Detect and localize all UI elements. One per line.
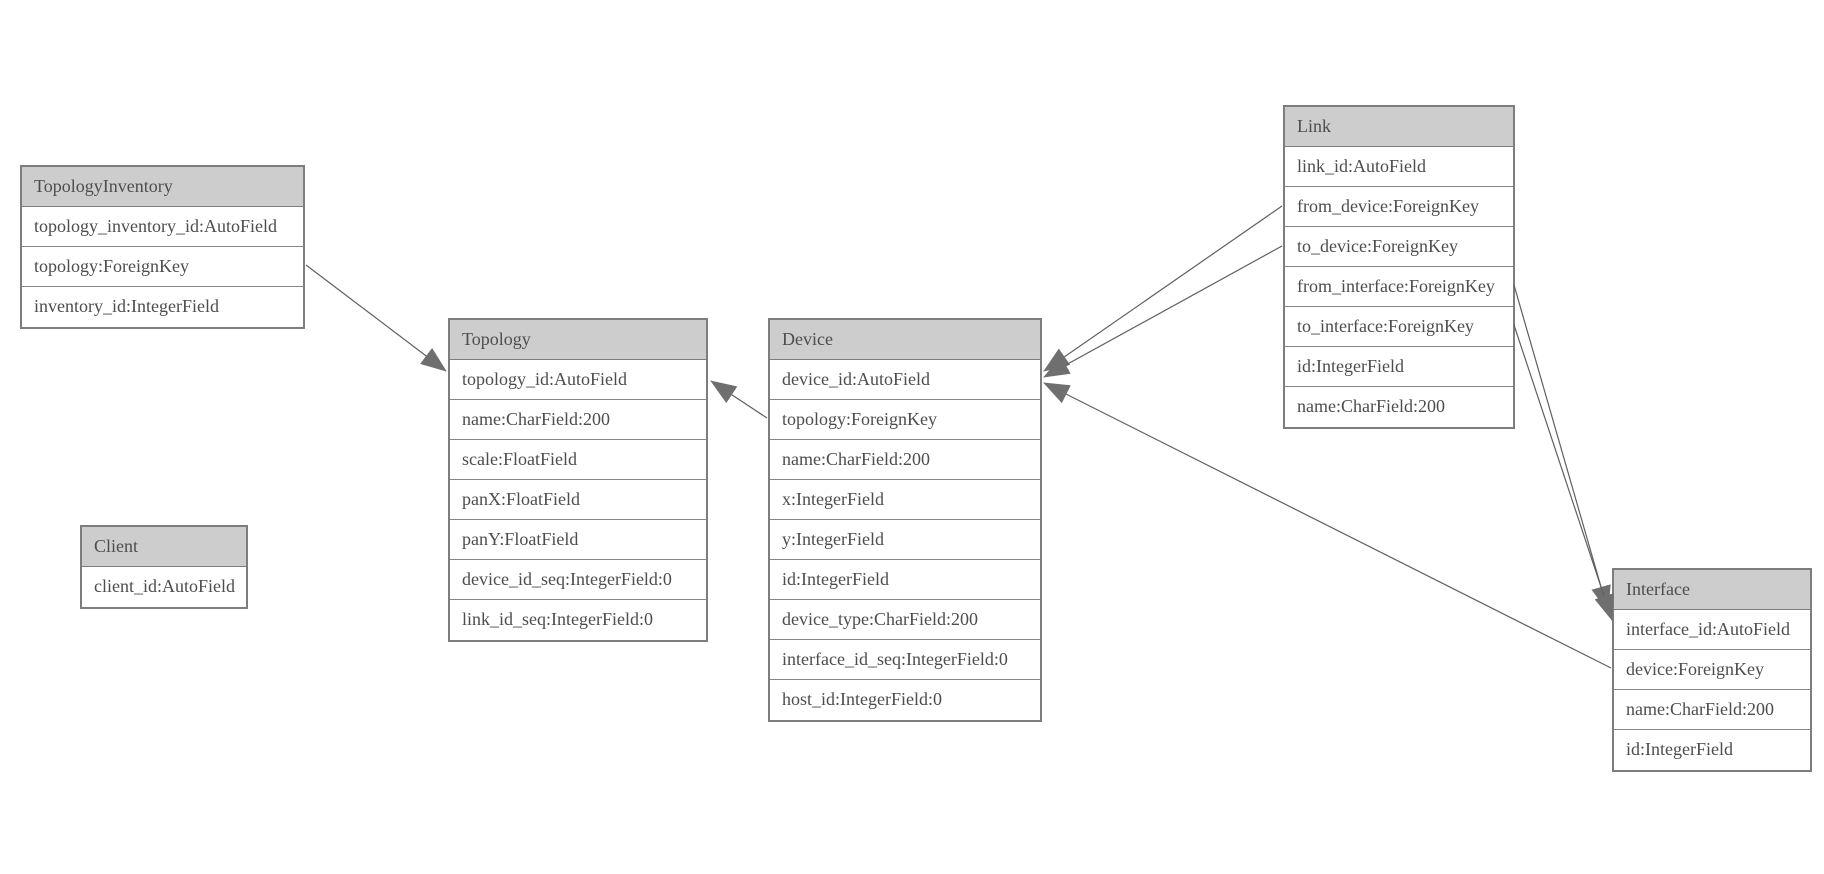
field-row: id:IntegerField	[1285, 347, 1513, 387]
relation-arrow-link-to_device	[1043, 245, 1283, 378]
field-row: interface_id_seq:IntegerField:0	[770, 640, 1040, 680]
field-row: host_id:IntegerField:0	[770, 680, 1040, 720]
relation-arrow-link-to_interface	[1513, 324, 1614, 621]
field-row: name:CharField:200	[770, 440, 1040, 480]
entity-title: Interface	[1614, 570, 1810, 610]
field-row: panX:FloatField	[450, 480, 706, 520]
field-row: panY:FloatField	[450, 520, 706, 560]
field-row: scale:FloatField	[450, 440, 706, 480]
relation-arrow-link-from_interface	[1513, 284, 1611, 612]
field-row: inventory_id:IntegerField	[22, 287, 303, 327]
field-row: id:IntegerField	[1614, 730, 1810, 770]
relation-arrow-link-from_device	[1043, 205, 1283, 372]
relation-arrow-topologyinventory-topology	[305, 264, 447, 372]
entity-title: TopologyInventory	[22, 167, 303, 207]
entity-title: Link	[1285, 107, 1513, 147]
relation-arrow-device-topology	[710, 380, 768, 419]
field-row: link_id_seq:IntegerField:0	[450, 600, 706, 640]
entity-title: Device	[770, 320, 1040, 360]
field-row: interface_id:AutoField	[1614, 610, 1810, 650]
field-row: topology_inventory_id:AutoField	[22, 207, 303, 247]
field-row: id:IntegerField	[770, 560, 1040, 600]
field-row: topology_id:AutoField	[450, 360, 706, 400]
field-row: name:CharField:200	[450, 400, 706, 440]
field-row: from_interface:ForeignKey	[1285, 267, 1513, 307]
field-row: name:CharField:200	[1285, 387, 1513, 427]
field-row: topology:ForeignKey	[770, 400, 1040, 440]
field-row: device_type:CharField:200	[770, 600, 1040, 640]
field-row: topology:ForeignKey	[22, 247, 303, 287]
field-row: name:CharField:200	[1614, 690, 1810, 730]
field-row: from_device:ForeignKey	[1285, 187, 1513, 227]
field-row: device_id:AutoField	[770, 360, 1040, 400]
field-row: device:ForeignKey	[1614, 650, 1810, 690]
field-row: to_device:ForeignKey	[1285, 227, 1513, 267]
field-row: to_interface:ForeignKey	[1285, 307, 1513, 347]
entity-title: Client	[82, 527, 246, 567]
entity-title: Topology	[450, 320, 706, 360]
field-row: link_id:AutoField	[1285, 147, 1513, 187]
field-row: x:IntegerField	[770, 480, 1040, 520]
field-row: device_id_seq:IntegerField:0	[450, 560, 706, 600]
field-row: client_id:AutoField	[82, 567, 246, 607]
field-row: y:IntegerField	[770, 520, 1040, 560]
